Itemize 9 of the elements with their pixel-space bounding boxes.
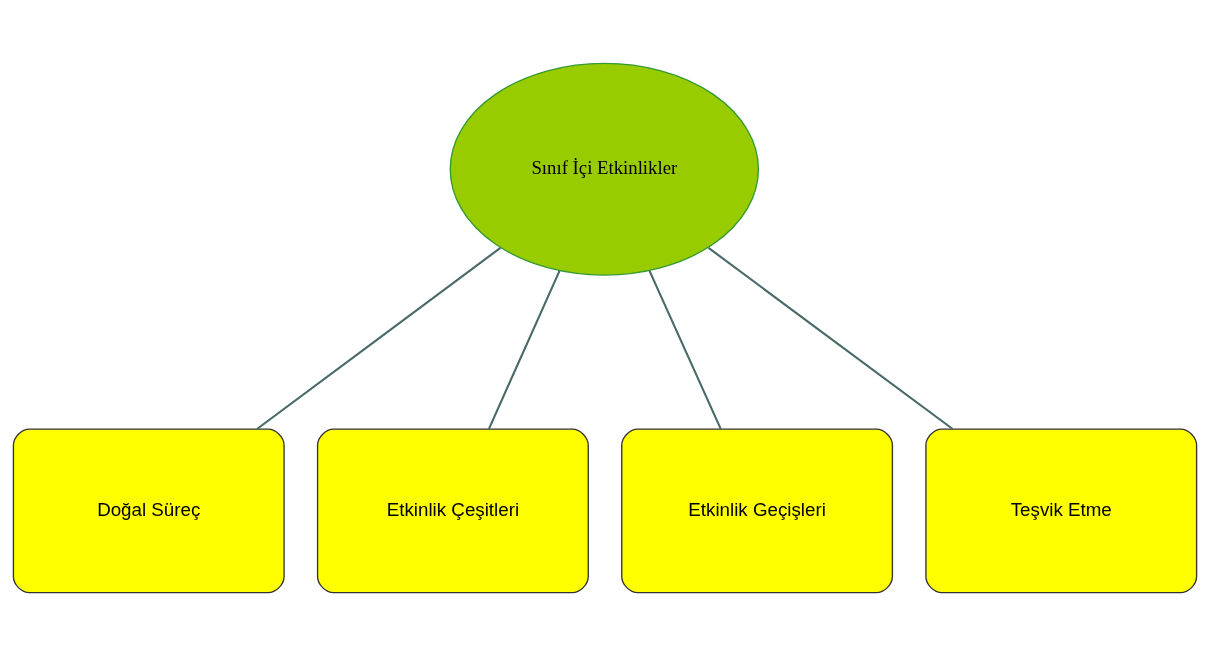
connector [648, 269, 722, 429]
connector [707, 246, 954, 430]
node-box: Etkinlik Çeşitleri [316, 428, 589, 593]
node-ellipse: Sınıf İçi Etkinlikler [449, 62, 760, 276]
node-box: Etkinlik Geçişleri [621, 428, 894, 593]
node-box: Doğal Süreç [12, 428, 285, 593]
node-box: Teşvik Etme [925, 428, 1198, 593]
connector [256, 246, 501, 430]
connector [488, 269, 561, 429]
